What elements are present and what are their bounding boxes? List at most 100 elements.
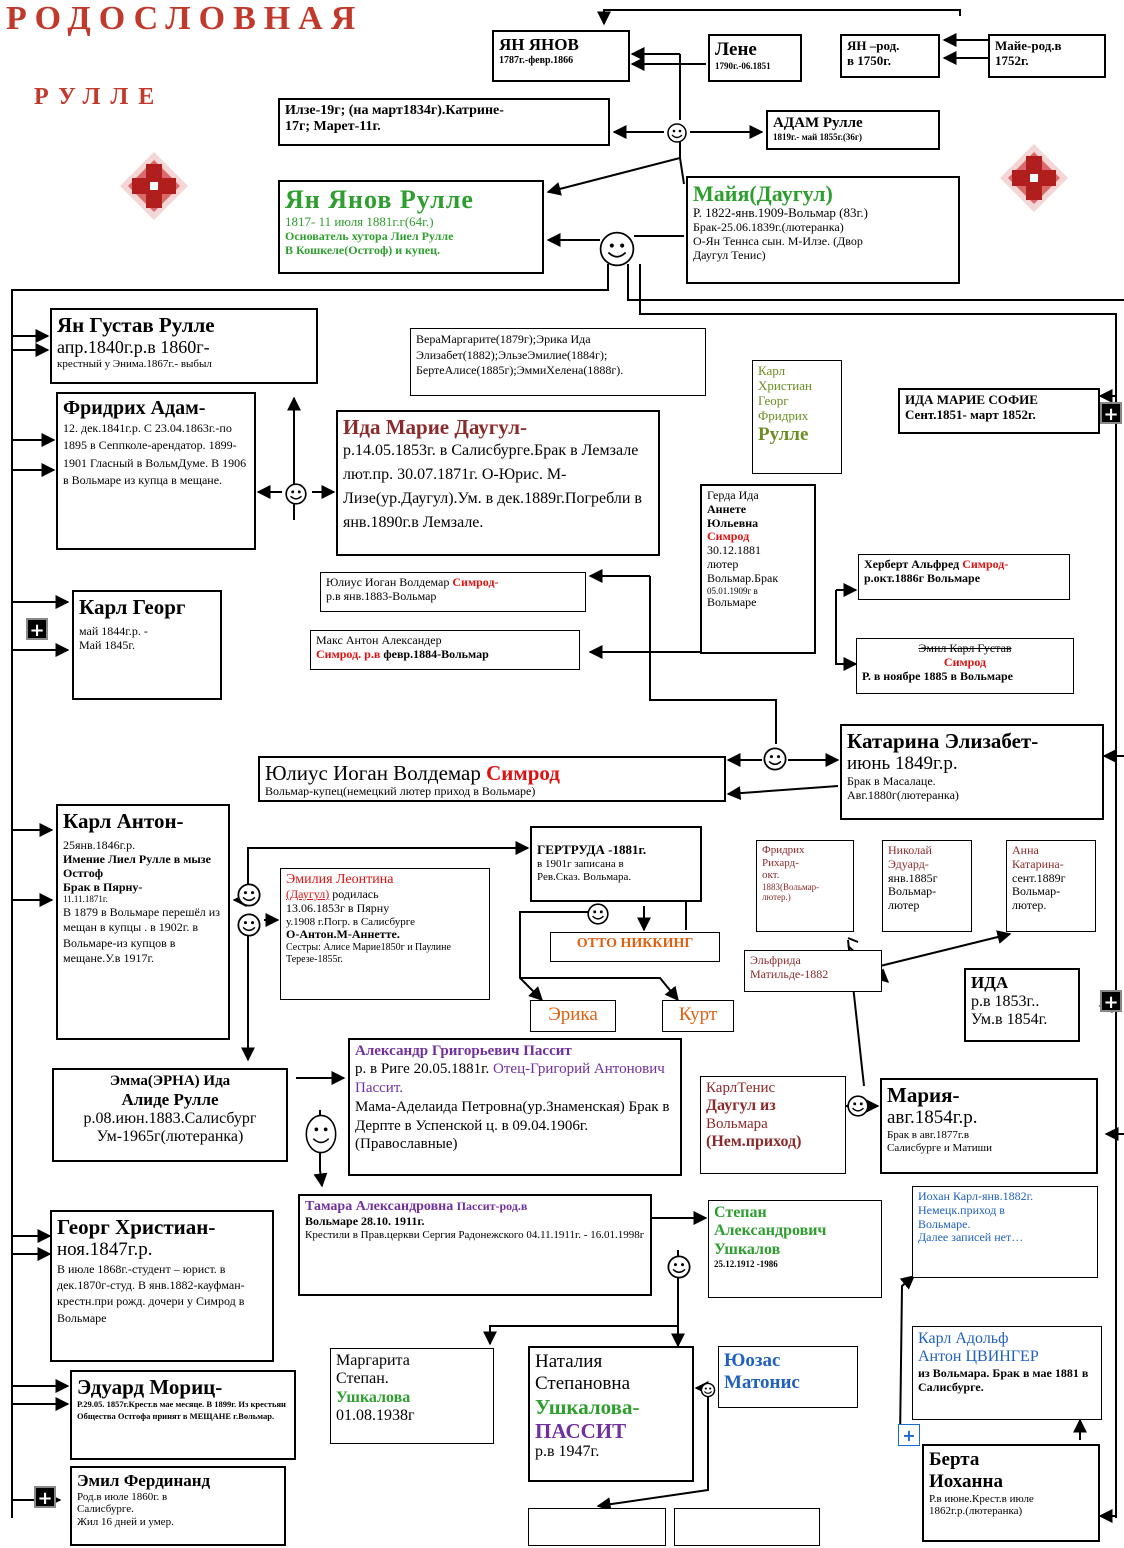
- person-name: Наталия: [535, 1351, 603, 1372]
- person-herbert: Херберт Альфред Симрод- р.окт.1886г Воль…: [858, 554, 1070, 600]
- person-line: р.в 1853г..: [971, 992, 1040, 1010]
- person-line: Сестры: Алисе Марие1850г и Паулине Терез…: [286, 942, 451, 965]
- person-line: Основатель хутора Лиел Рулле: [285, 228, 454, 243]
- person-line: ЯН –род.: [847, 38, 900, 53]
- person-line: Матильде-1882: [750, 966, 829, 981]
- person-line: Герда Ида: [707, 488, 759, 502]
- person-ida-marie-daugul: Ида Марие Даугул- р.14.05.1853г. в Салис…: [336, 410, 660, 556]
- person-name: Карл Адольф: [918, 1330, 1009, 1347]
- person-name: КарлТенис: [706, 1080, 776, 1096]
- person-line: Илзе-19г; (на март1834г).Катрине-: [285, 103, 504, 118]
- person-name: АДАМ Рулле: [773, 115, 863, 131]
- person-name: Александр Григорьевич Пассит: [355, 1043, 572, 1059]
- person-line: Р. 1822-янв.1909-Вольмар (83г.): [693, 205, 868, 221]
- person-line: Аннете: [707, 501, 747, 516]
- person-elfrida: Эльфрида Матильде-1882: [744, 950, 882, 992]
- person-text: 12. дек.1841г.р. С 23.04.1863г.-по 1895 …: [63, 421, 247, 488]
- surname: Симрод-: [452, 575, 499, 589]
- person-tamara: Тамара Александровна Пассит-род.в Вольма…: [298, 1194, 652, 1296]
- person-line: в 1750г.: [847, 52, 891, 68]
- person-line: крестный у Энима.1867г.- выбыл: [57, 357, 212, 370]
- person-line: Жил 16 дней и умер.: [77, 1515, 174, 1528]
- person-line: родилась: [329, 887, 379, 902]
- marriage-smiley-icon: [285, 483, 307, 505]
- person-emiliia: Эмилия Леонтина (Даугул) родилась 13.06.…: [280, 868, 490, 1000]
- person-line: 01.08.1938г: [336, 1407, 415, 1425]
- surname: Симрод: [943, 654, 987, 669]
- person-line: 25.12.1912 -1986: [714, 1259, 778, 1270]
- person-name: Маргарита: [336, 1352, 410, 1369]
- person-fridrich-adam: Фридрих Адам- 12. дек.1841г.р. С 23.04.1…: [56, 392, 256, 550]
- person-erika: Эрика: [530, 1000, 616, 1032]
- person-line: (Нем.приход): [706, 1132, 802, 1150]
- person-line: Брак в авг.1877г.в: [887, 1128, 970, 1141]
- person-name: Катарина Элизабет-: [847, 729, 1039, 753]
- person-line: лютер: [707, 556, 739, 571]
- person-text: В 1879 в Вольмаре перешёл из мещан в куп…: [63, 904, 220, 966]
- person-name: Анна: [1012, 843, 1039, 857]
- person-line: р.в 1947г.: [535, 1442, 600, 1460]
- person-line: 1817- 11 июля 1881г.г(64г.): [285, 213, 434, 229]
- person-line: лютер: [888, 898, 920, 913]
- person-line: Катарина-: [1012, 856, 1064, 871]
- expand-plus-icon[interactable]: +: [34, 1486, 56, 1509]
- page-title: РОДОСЛОВНАЯ: [6, 0, 364, 37]
- expand-plus-icon[interactable]: +: [1100, 990, 1122, 1013]
- marriage-smiley-icon: [847, 1095, 869, 1117]
- person-name: Юозас: [724, 1350, 781, 1371]
- person-name: Эмил Фердинанд: [77, 1471, 211, 1490]
- person-line: Имение Лиел Рулле в мызе Остгоф: [63, 851, 211, 880]
- person-name: Ян Густав Рулле: [57, 313, 215, 337]
- marriage-smiley-icon: [599, 231, 635, 267]
- person-name: Фридрих Адам-: [63, 397, 206, 419]
- empty-person-box: [674, 1508, 820, 1546]
- person-anna: Анна Катарина- сент.1889г Вольмар- лютер…: [1006, 840, 1096, 932]
- person-name: Матонис: [724, 1371, 800, 1393]
- person-line: Вольмаре 28.10. 1911г.: [305, 1214, 425, 1229]
- surname: Симрод. р.в: [316, 646, 384, 661]
- person-name: Берта: [929, 1449, 980, 1470]
- person-name: ПАССИТ: [535, 1418, 627, 1443]
- maiden-name: (Даугул): [286, 887, 330, 902]
- person-line: янв.1885г: [888, 870, 938, 885]
- person-max: Макс Антон Александер Симрод. р.в февр.1…: [310, 630, 580, 670]
- expand-plus-icon[interactable]: +: [898, 1424, 920, 1446]
- person-line: 25янв.1846г.р.: [63, 838, 136, 853]
- person-line: Р.в июне.Крест.в июле: [929, 1492, 1034, 1505]
- person-line: Р. в ноябре 1885 в Вольмаре: [862, 668, 1013, 683]
- person-fridrich-richard: Фридрих Рихард- окт. 1883(Вольмар- лютер…: [756, 840, 854, 932]
- person-lene: Лене 1790г.-06.1851: [708, 34, 802, 82]
- person-stepan: Степан Александрович Ушкалов 25.12.1912 …: [708, 1200, 882, 1298]
- person-line: Симрод: [707, 529, 750, 544]
- person-name: Карл Георг: [79, 595, 186, 619]
- person-name: ИДА: [971, 973, 1009, 992]
- person-line: 13.06.1853г в Пярну: [286, 900, 390, 915]
- person-katarina: Катарина Элизабет- июнь 1849г.р. Брак в …: [840, 724, 1104, 820]
- person-line: Вольмар.Брак: [707, 570, 779, 585]
- person-eduard: Эдуард Мориц- Р.29.05. 1857г.Крест.в мае…: [70, 1370, 296, 1460]
- person-otto: ОТТО НИККИНГ: [550, 932, 720, 962]
- person-name: Ушкалов: [714, 1240, 781, 1258]
- person-name: Тамара Александровна: [305, 1199, 457, 1214]
- person-line: Ум.в 1854г.: [971, 1010, 1048, 1028]
- person-line: апр.1840г.р.в 1860г-: [57, 337, 210, 358]
- person-line: Даугул Тенис): [693, 247, 766, 262]
- person-line: окт.: [762, 869, 780, 882]
- expand-plus-icon[interactable]: +: [1100, 402, 1122, 425]
- person-line: Май 1845г.: [79, 637, 135, 652]
- person-yan-gustav: Ян Густав Рулле апр.1840г.р.в 1860г- кре…: [50, 308, 318, 384]
- expand-plus-icon[interactable]: +: [26, 618, 48, 641]
- person-text: ВераМаргарите(1879г);Эрика Ида Элизабет(…: [416, 332, 624, 378]
- person-line: р.в янв.1883-Вольмар: [326, 588, 437, 603]
- person-text: В июле 1868г.-студент – юрист. в дек.187…: [57, 1261, 245, 1325]
- person-text: из Вольмара. Брак в мае 1881 в Салисбург…: [918, 1365, 1089, 1394]
- person-margarita: Маргарита Степан. Ушкалова 01.08.1938г: [330, 1348, 494, 1444]
- person-name: Даугул из: [706, 1097, 776, 1115]
- person-karl-georg: Карл Георг май 1844г.р. - Май 1845г.: [72, 590, 222, 700]
- person-line: р.окт.1886г Вольмаре: [864, 570, 981, 585]
- person-dates: 1790г.-06.1851: [715, 60, 771, 71]
- person-line: р.08.июн.1883.Салисбург: [83, 1109, 257, 1127]
- person-name: Степан.: [336, 1370, 389, 1388]
- person-name: Алиде Рулле: [121, 1090, 219, 1110]
